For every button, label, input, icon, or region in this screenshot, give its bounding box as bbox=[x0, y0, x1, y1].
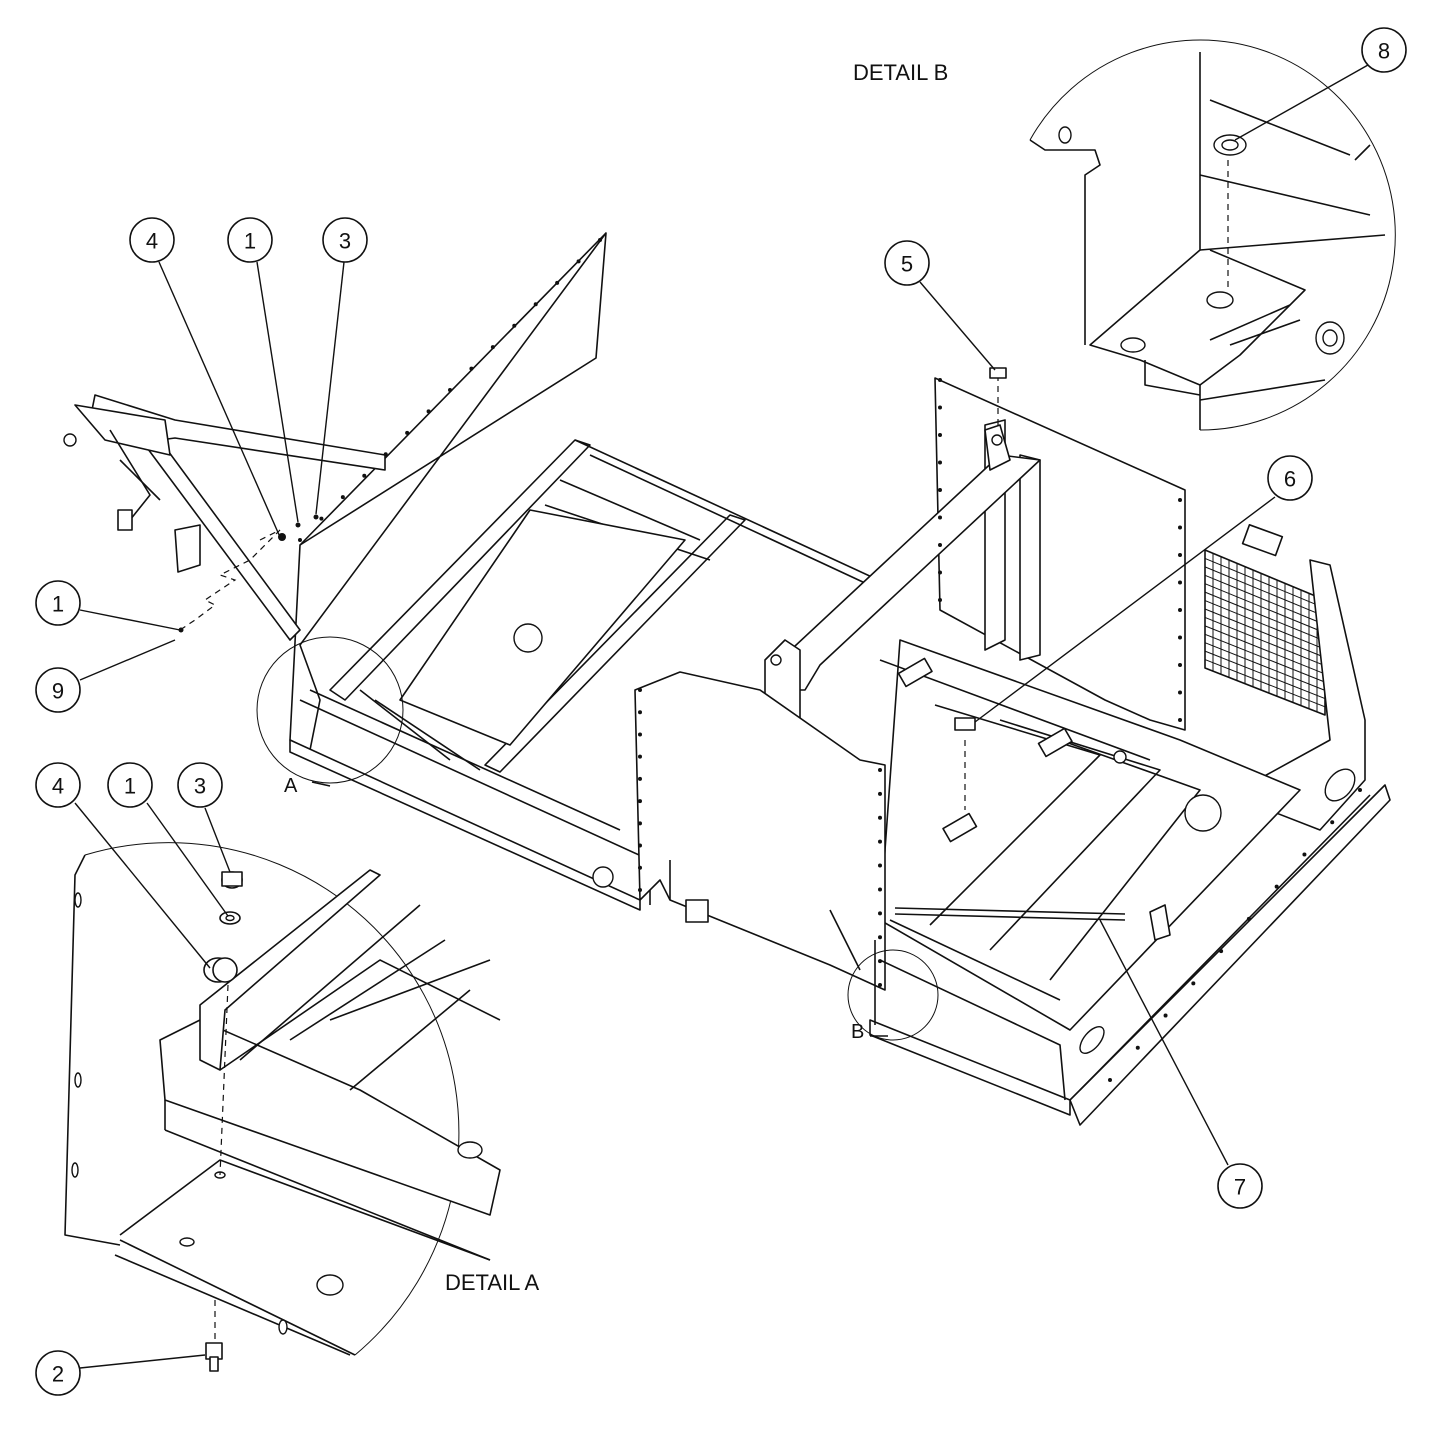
vent-grille bbox=[1204, 549, 1326, 716]
detail-a-label: DETAIL A bbox=[445, 1270, 539, 1295]
svg-text:6: 6 bbox=[1284, 467, 1296, 492]
svg-text:1: 1 bbox=[52, 592, 64, 617]
detail-a-view bbox=[64, 842, 501, 1372]
cross-member-1 bbox=[329, 439, 591, 701]
detail-b-callout-circle bbox=[847, 949, 939, 1041]
right-outer-rail bbox=[1069, 784, 1391, 1126]
detail-b-label: DETAIL B bbox=[853, 60, 948, 85]
svg-text:8: 8 bbox=[1378, 39, 1390, 64]
tow-bar bbox=[63, 394, 386, 641]
balloon-3-detail[interactable]: 3 bbox=[177, 762, 223, 808]
balloon-2-detail[interactable]: 2 bbox=[35, 1350, 81, 1396]
mast-right-post bbox=[1019, 454, 1041, 661]
svg-text:7: 7 bbox=[1234, 1175, 1246, 1200]
detail-b-view bbox=[1029, 39, 1396, 431]
balloon-9-left[interactable]: 9 bbox=[35, 667, 81, 713]
balloon-5[interactable]: 5 bbox=[884, 240, 930, 286]
svg-text:5: 5 bbox=[901, 252, 913, 277]
floor-panel-left bbox=[399, 509, 686, 746]
right-side-panel bbox=[1229, 559, 1366, 831]
view-marker-b: B bbox=[851, 1021, 864, 1043]
balloon-6[interactable]: 6 bbox=[1267, 455, 1313, 501]
balloon-8[interactable]: 8 bbox=[1361, 27, 1407, 73]
floor-panel-right bbox=[879, 639, 1301, 1031]
balloon-1-top[interactable]: 1 bbox=[227, 217, 273, 263]
front-base-rail bbox=[869, 1019, 1071, 1116]
svg-text:4: 4 bbox=[52, 774, 64, 799]
balloon-1-detail[interactable]: 1 bbox=[107, 762, 153, 808]
cross-member-2 bbox=[484, 514, 746, 773]
svg-text:3: 3 bbox=[339, 229, 351, 254]
view-marker-a: A bbox=[284, 775, 298, 797]
main-frame-assembly bbox=[63, 232, 1391, 1126]
tie-rod bbox=[894, 907, 1126, 915]
balloon-4-top[interactable]: 4 bbox=[129, 217, 175, 263]
balloon-4-detail[interactable]: 4 bbox=[35, 762, 81, 808]
balloon-7[interactable]: 7 bbox=[1217, 1163, 1263, 1209]
mast-lift-lug-right bbox=[984, 424, 1011, 471]
svg-text:2: 2 bbox=[52, 1362, 64, 1387]
balloon-3-top[interactable]: 3 bbox=[322, 217, 368, 263]
svg-text:1: 1 bbox=[124, 774, 136, 799]
svg-text:1: 1 bbox=[244, 229, 256, 254]
detail-a-callout-circle bbox=[256, 636, 404, 784]
balloon-1-left[interactable]: 1 bbox=[35, 580, 81, 626]
balloons: 4 1 3 1 9 4 1 3 2 5 6 7 8 bbox=[35, 27, 1407, 1396]
base-frame-left-rail bbox=[289, 739, 641, 911]
svg-text:9: 9 bbox=[52, 679, 64, 704]
svg-text:4: 4 bbox=[146, 229, 158, 254]
svg-text:3: 3 bbox=[194, 774, 206, 799]
center-bulkhead-panel bbox=[634, 671, 886, 991]
